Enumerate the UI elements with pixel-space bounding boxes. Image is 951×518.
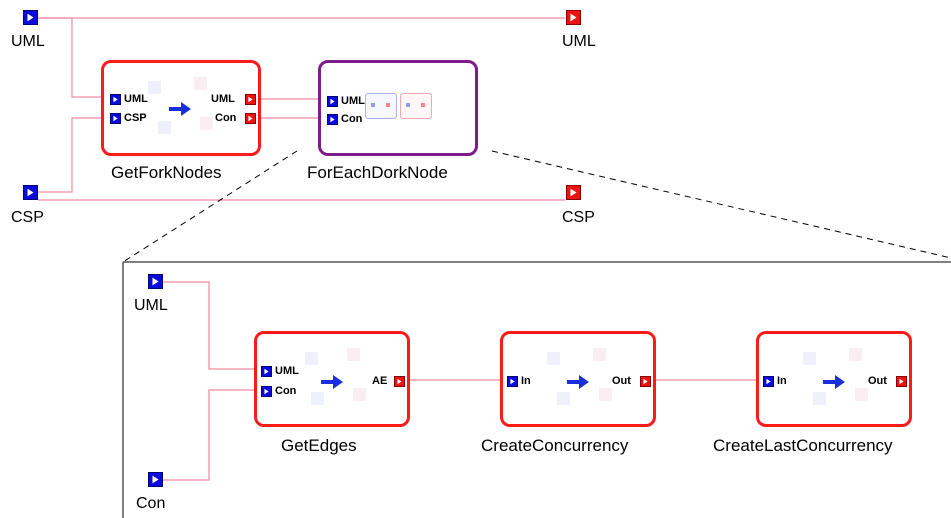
getedges-uml-in-port[interactable] (261, 366, 272, 377)
getforknodes-uml-out-port[interactable] (245, 94, 256, 105)
right-arrow-icon (823, 375, 845, 389)
createlastconcurrency-out-label: Out (868, 375, 887, 387)
createconcurrency-in-label: In (521, 375, 531, 387)
foreach-con-in-label: Con (341, 113, 363, 125)
uml-output-label: UML (562, 33, 596, 50)
createlastconcurrency-in-port[interactable] (763, 376, 774, 387)
play-triangle-icon (330, 98, 335, 105)
getforknodes-csp-in-label: CSP (124, 112, 147, 124)
play-triangle-icon (570, 188, 577, 197)
decor-square (849, 348, 862, 361)
detail-con-input-label: Con (136, 495, 166, 512)
decor-square (803, 352, 816, 365)
thumbnail-block (400, 93, 432, 119)
decor-square (347, 348, 360, 361)
decor-square (305, 352, 318, 365)
decor-square (148, 81, 161, 94)
getedges-block[interactable]: UML Con AE (254, 331, 410, 427)
uml-input-port[interactable] (23, 10, 38, 25)
getforknodes-con-out-label: Con (215, 112, 237, 124)
csp-output-label: CSP (562, 209, 595, 226)
play-triangle-icon (152, 277, 159, 286)
decor-square (353, 388, 366, 401)
decor-square (557, 392, 570, 405)
right-arrow-icon (169, 102, 191, 116)
play-triangle-icon (27, 188, 34, 197)
foreachdorknode-title: ForEachDorkNode (307, 163, 448, 182)
zoom-line-right (491, 150, 951, 259)
play-triangle-icon (113, 115, 118, 122)
createlastconcurrency-in-label: In (777, 375, 787, 387)
play-triangle-icon (113, 96, 118, 103)
createlastconcurrency-out-port[interactable] (896, 376, 907, 387)
play-triangle-icon (643, 378, 648, 385)
getforknodes-uml-out-label: UML (211, 93, 235, 105)
getforknodes-title: GetForkNodes (111, 163, 222, 182)
getforknodes-con-out-port[interactable] (245, 113, 256, 124)
play-triangle-icon (248, 96, 253, 103)
createconcurrency-block[interactable]: In Out (500, 331, 656, 427)
wire-detail-uml-to-getedges (163, 281, 258, 370)
play-triangle-icon (510, 378, 515, 385)
uml-output-port[interactable] (566, 10, 581, 25)
play-triangle-icon (264, 388, 269, 395)
createconcurrency-title: CreateConcurrency (481, 436, 629, 455)
detail-con-input-port[interactable] (148, 472, 163, 487)
getedges-con-in-port[interactable] (261, 386, 272, 397)
getedges-ae-out-port[interactable] (394, 376, 405, 387)
getforknodes-csp-in-port[interactable] (110, 113, 121, 124)
csp-output-port[interactable] (566, 185, 581, 200)
play-triangle-icon (27, 13, 34, 22)
getedges-title: GetEdges (281, 436, 357, 455)
getedges-ae-out-label: AE (372, 375, 388, 387)
createconcurrency-out-label: Out (612, 375, 631, 387)
decor-square (855, 388, 868, 401)
detail-uml-input-label: UML (134, 297, 168, 314)
decor-square (311, 392, 324, 405)
right-arrow-icon (321, 375, 343, 389)
createlastconcurrency-title: CreateLastConcurrency (713, 436, 893, 455)
foreach-uml-in-label: UML (341, 95, 365, 107)
createconcurrency-in-port[interactable] (507, 376, 518, 387)
play-triangle-icon (397, 378, 402, 385)
decor-square (547, 352, 560, 365)
getedges-con-in-label: Con (275, 385, 297, 397)
wire-uml-to-getforknodes (38, 17, 110, 98)
getforknodes-uml-in-port[interactable] (110, 94, 121, 105)
wire-csp-to-getforknodes (38, 117, 110, 193)
play-triangle-icon (264, 368, 269, 375)
decor-square (158, 121, 171, 134)
decor-square (813, 392, 826, 405)
detail-uml-input-port[interactable] (148, 274, 163, 289)
right-arrow-icon (567, 375, 589, 389)
decor-square (593, 348, 606, 361)
getforknodes-block[interactable]: UML CSP UML Con (101, 60, 261, 156)
decor-square (599, 388, 612, 401)
uml-input-label: UML (11, 33, 45, 50)
getforknodes-uml-in-label: UML (124, 93, 148, 105)
decor-square (194, 77, 207, 90)
play-triangle-icon (899, 378, 904, 385)
getedges-uml-in-label: UML (275, 365, 299, 377)
zoom-line-left (122, 150, 298, 263)
createlastconcurrency-block[interactable]: In Out (756, 331, 912, 427)
csp-input-port[interactable] (23, 185, 38, 200)
foreach-uml-in-port[interactable] (327, 96, 338, 107)
thumbnail-block (365, 93, 397, 119)
play-triangle-icon (330, 116, 335, 123)
wire-detail-con-to-getedges (163, 389, 258, 481)
play-triangle-icon (152, 475, 159, 484)
foreach-con-in-port[interactable] (327, 114, 338, 125)
foreachdorknode-subsystem[interactable]: UML Con (318, 60, 478, 156)
csp-input-label: CSP (11, 209, 44, 226)
play-triangle-icon (248, 115, 253, 122)
play-triangle-icon (570, 13, 577, 22)
createconcurrency-out-port[interactable] (640, 376, 651, 387)
decor-square (200, 117, 213, 130)
play-triangle-icon (766, 378, 771, 385)
